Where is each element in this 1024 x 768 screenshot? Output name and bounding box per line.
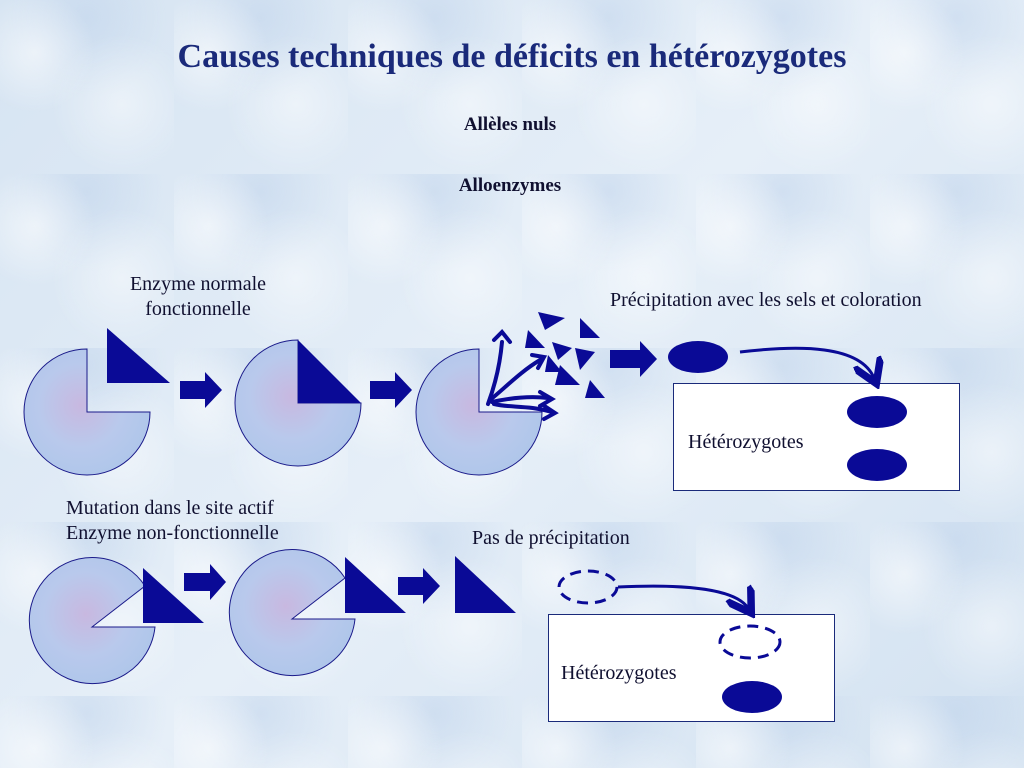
enzyme-normal-label: Enzyme normale fonctionnelle (98, 272, 298, 322)
enzyme-normal-label-line1: Enzyme normale (129, 273, 267, 295)
band-oval-icon (847, 396, 907, 428)
absent-band-oval-icon (557, 569, 619, 605)
heterozygotes-box-bottom: Hétérozygotes (548, 614, 835, 722)
right-arrow-icon (398, 568, 440, 604)
curved-arrow-icon (617, 584, 748, 608)
slide-title: Causes techniques de déficits en hétéroz… (177, 38, 847, 75)
right-arrow-icon (180, 372, 222, 408)
enzyme-normal-label-line2: fonctionnelle (145, 298, 251, 320)
heterozygotes-label-top: Hétérozygotes (688, 431, 804, 453)
substrate-triangle-icon (107, 328, 170, 383)
substrate-fragments-icon (525, 312, 605, 398)
enzyme-pacman-icon (415, 348, 543, 476)
right-arrow-icon (184, 564, 226, 600)
heterozygotes-box-top: Hétérozygotes (673, 383, 960, 491)
substrate-triangle-icon (298, 340, 361, 403)
curved-arrow-icon (739, 346, 874, 378)
release-arrows-icon (486, 329, 559, 421)
band-oval-icon (668, 341, 728, 373)
absent-band-oval-icon (718, 624, 782, 660)
enzyme-pacman-icon (228, 549, 356, 677)
band-oval-icon (722, 681, 782, 713)
precipitation-label: Précipitation avec les sels et coloratio… (610, 289, 922, 311)
subtitle-alleles-nuls: Allèles nuls (463, 114, 557, 135)
band-oval-icon (847, 449, 907, 481)
subtitle-alloenzymes: Alloenzymes (458, 175, 562, 196)
mutation-label-line2: Enzyme non-fonctionnelle (66, 522, 279, 544)
no-precipitation-label: Pas de précipitation (472, 527, 630, 549)
enzyme-pacman-icon (23, 348, 151, 476)
substrate-triangle-icon (143, 568, 204, 623)
right-arrow-icon (370, 372, 412, 408)
mutation-label-line1: Mutation dans le site actif (66, 497, 274, 519)
mutation-label: Mutation dans le site actif Enzyme non-f… (66, 496, 279, 546)
right-arrow-icon (610, 341, 657, 377)
substrate-triangle-icon (345, 557, 406, 613)
substrate-triangle-icon (455, 556, 516, 613)
heterozygotes-label-bottom: Hétérozygotes (561, 662, 677, 684)
enzyme-pacman-icon (28, 557, 156, 685)
